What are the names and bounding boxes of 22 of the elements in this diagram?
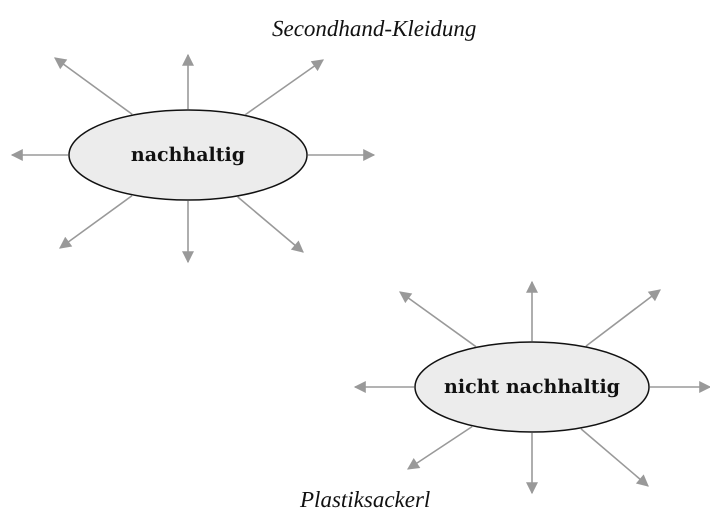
arrow: [354, 381, 414, 393]
arrow: [526, 433, 538, 494]
ellipse-node: [68, 109, 308, 201]
arrow: [237, 196, 304, 253]
arrow: [526, 280, 538, 341]
handwritten-example: Secondhand-Kleidung: [272, 16, 476, 42]
node-label: nicht nachhaltig: [444, 376, 620, 398]
arrow: [59, 195, 132, 249]
handwritten-example: Plastiksackerl: [300, 487, 430, 513]
arrow: [586, 289, 661, 347]
arrow: [54, 57, 133, 115]
arrow: [399, 291, 476, 348]
arrow: [182, 54, 194, 109]
arrow: [407, 426, 473, 470]
ellipse-node: [414, 341, 650, 433]
arrow: [580, 428, 649, 487]
arrow: [182, 201, 194, 264]
arrow: [10, 149, 68, 161]
arrow: [308, 149, 376, 161]
arrow: [244, 59, 324, 116]
arrow: [650, 381, 710, 393]
node-label: nachhaltig: [130, 144, 246, 166]
